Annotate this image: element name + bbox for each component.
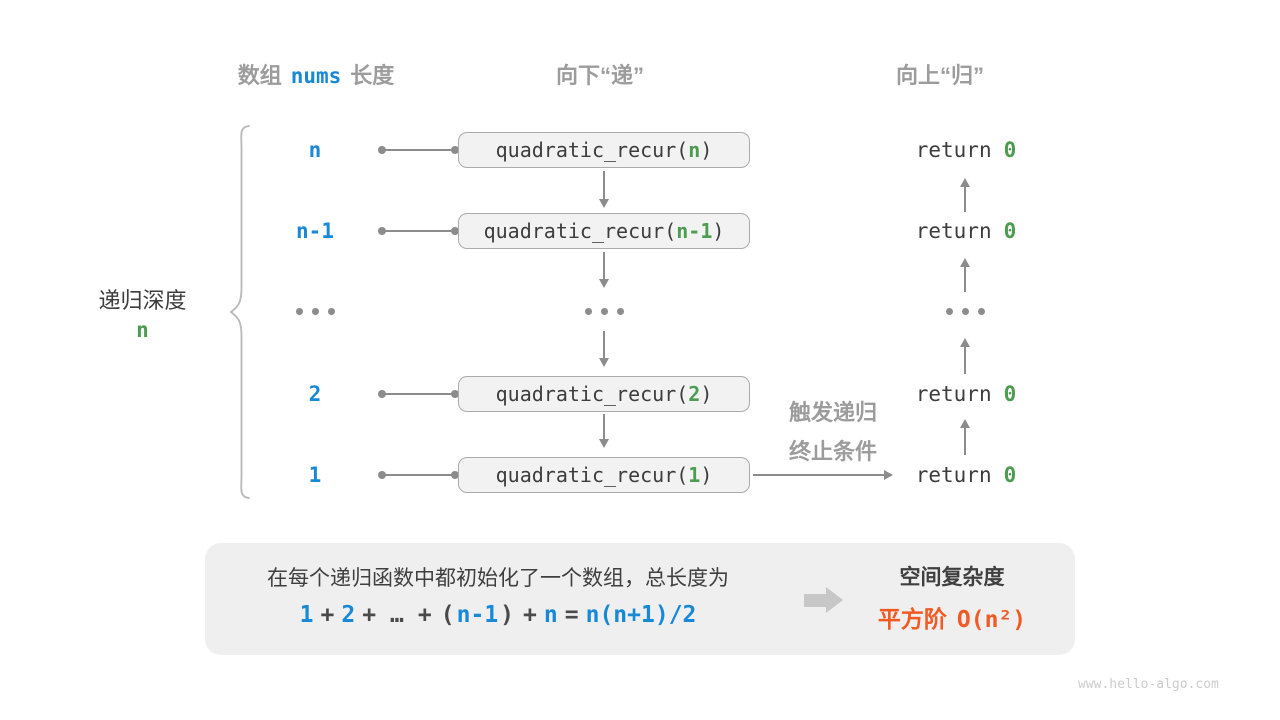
ellipsis-returns: [946, 308, 985, 315]
row-label-n-1: n-1: [296, 219, 334, 243]
down-arrow-icon: [598, 414, 609, 448]
call-suffix: ): [700, 138, 713, 162]
complexity-value: 平方阶 O(n²): [852, 600, 1052, 634]
return-keyword: return: [915, 138, 992, 162]
ellipsis-calls: [585, 308, 624, 315]
return-keyword: return: [915, 382, 992, 406]
header-descend: 向下“递”: [490, 58, 710, 90]
return-value: 0: [1003, 463, 1017, 487]
call-box-1: quadratic_recur(1): [458, 457, 750, 493]
return-keyword: return: [915, 463, 992, 487]
left-curly-brace-icon: [229, 125, 250, 499]
header-array-prefix: 数组: [237, 63, 282, 88]
up-arrow-icon: [959, 178, 970, 212]
formula-term: n-1: [456, 602, 499, 628]
formula-ellipsis: …: [390, 602, 404, 628]
call-prefix: quadratic_recur(: [483, 219, 677, 243]
call-arg: n-1: [676, 219, 713, 243]
formula-term: 2: [341, 602, 356, 628]
ellipsis-labels: [296, 308, 335, 315]
connector-line: [378, 390, 459, 398]
header-array-code: nums: [290, 64, 342, 88]
row-label-n: n: [308, 138, 322, 162]
call-suffix: ): [712, 219, 725, 243]
call-prefix: quadratic_recur(: [495, 138, 689, 162]
formula-result: n(n+1)/2: [585, 602, 697, 628]
header-descend-label: 向下“递”: [555, 63, 644, 88]
summary-description: 在每个递归函数中都初始化了一个数组，总长度为: [267, 567, 729, 590]
complexity-value-text: 平方阶: [877, 606, 947, 632]
call-prefix: quadratic_recur(: [495, 463, 689, 487]
call-box-2: quadratic_recur(2): [458, 376, 750, 412]
call-arg: 2: [688, 382, 701, 406]
formula-equals: =: [564, 602, 579, 628]
formula-operator: +: [320, 602, 335, 628]
call-suffix: ): [700, 463, 713, 487]
header-array-length: 数组 nums 长度: [196, 58, 436, 90]
formula-term: 1: [299, 602, 314, 628]
depth-label: 递归深度: [98, 288, 187, 313]
down-arrow-icon: [598, 252, 609, 288]
return-statement: return 0: [900, 218, 1032, 244]
formula-paren: ): [500, 602, 515, 628]
connector-line: [378, 146, 459, 154]
row-label-2: 2: [308, 382, 322, 406]
return-value: 0: [1003, 138, 1017, 162]
right-arrow-icon: [753, 469, 893, 480]
up-arrow-icon: [959, 258, 970, 292]
annotation-line2: 终止条件: [788, 439, 877, 464]
annotation-line1: 触发递归: [788, 400, 877, 425]
return-value: 0: [1003, 382, 1017, 406]
connector-line: [378, 227, 459, 235]
formula-paren: (: [440, 602, 455, 628]
depth-value: n: [136, 318, 149, 342]
formula-operator: +: [417, 602, 432, 628]
up-arrow-icon: [959, 419, 970, 455]
formula-term: n: [543, 602, 558, 628]
call-suffix: ): [700, 382, 713, 406]
up-arrow-icon: [959, 338, 970, 374]
return-statement: return 0: [900, 462, 1032, 488]
complexity-label: 空间复杂度: [899, 566, 1005, 589]
call-arg: 1: [688, 463, 701, 487]
summary-panel: [205, 543, 1075, 655]
down-arrow-icon: [598, 171, 609, 208]
formula-operator: +: [362, 602, 377, 628]
complexity-value-code: O(n²): [956, 607, 1027, 633]
connector-line: [378, 471, 459, 479]
watermark: www.hello-algo.com: [1078, 677, 1219, 692]
right-block-arrow-icon: [804, 587, 843, 613]
return-statement: return 0: [900, 137, 1032, 163]
header-array-suffix: 长度: [350, 63, 395, 88]
down-arrow-icon: [598, 331, 609, 367]
header-ascend: 向上“归”: [830, 58, 1050, 90]
call-prefix: quadratic_recur(: [495, 382, 689, 406]
header-ascend-label: 向上“归”: [895, 63, 984, 88]
formula-operator: +: [523, 602, 537, 628]
summary-formula: 1 + 2 + … + ( n-1 ) + n = n(n+1)/2: [228, 602, 768, 628]
return-value: 0: [1003, 219, 1017, 243]
call-arg: n: [688, 138, 701, 162]
call-box-n-1: quadratic_recur(n-1): [458, 213, 750, 249]
return-keyword: return: [915, 219, 992, 243]
row-label-1: 1: [308, 463, 322, 487]
return-statement: return 0: [900, 381, 1032, 407]
call-box-n: quadratic_recur(n): [458, 132, 750, 168]
